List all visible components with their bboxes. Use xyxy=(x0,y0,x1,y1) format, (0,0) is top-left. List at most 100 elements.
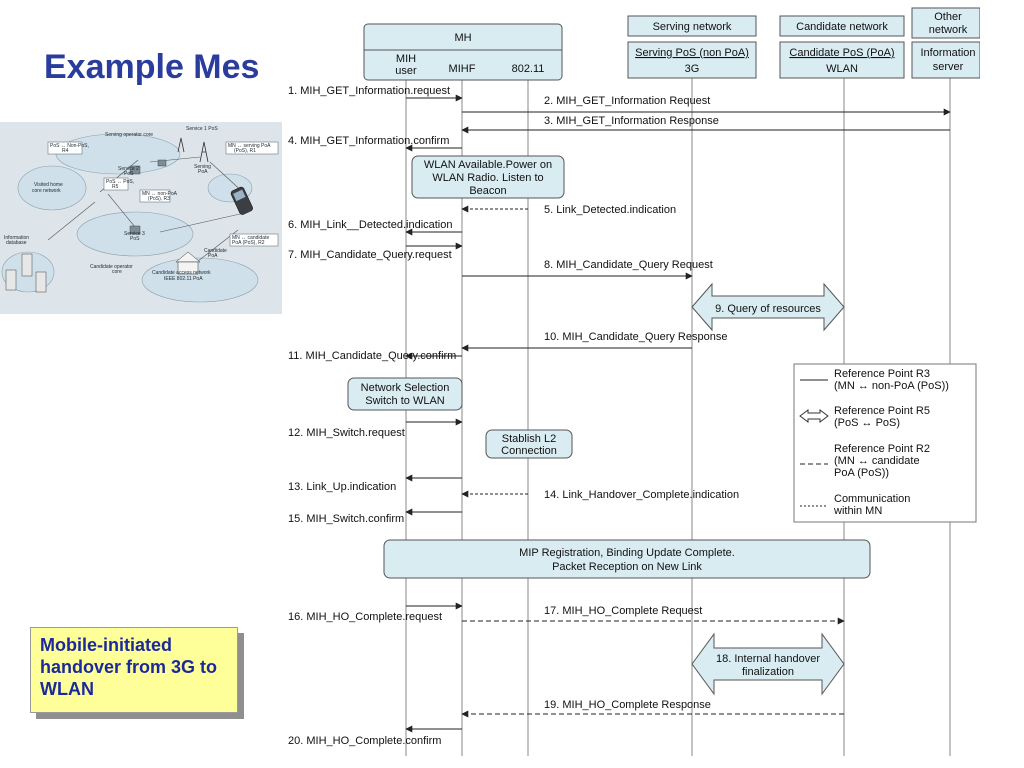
topo-label-r3a: MN ↔ non-PoA xyxy=(142,191,178,197)
msg-2-label: 2. MIH_GET_Information Request xyxy=(544,95,710,107)
legend-r5-b: (PoS ↔ PoS) xyxy=(834,417,900,429)
legend-comm-b: within MN xyxy=(833,505,882,517)
topo-label-service2a: Service 2 xyxy=(118,166,139,172)
header-serving-network: Serving network xyxy=(653,21,732,33)
mip-registration-box: MIP Registration, Binding Update Complet… xyxy=(383,539,871,579)
topo-label-serving-poa-b: PoA xyxy=(198,169,208,175)
msg-15-label: 15. MIH_Switch.confirm xyxy=(288,513,404,525)
mip-line2: Packet Reception on New Link xyxy=(552,561,702,573)
header-other-network-b: network xyxy=(929,24,968,36)
msg-3-label: 3. MIH_GET_Information Response xyxy=(544,115,719,127)
wlan-available-box: WLAN Available.Power on WLAN Radio. List… xyxy=(411,155,565,199)
msg-13-label: 13. Link_Up.indication xyxy=(288,481,396,493)
topo-label-r3b: (PoS), R3 xyxy=(148,196,170,202)
mip-line1: MIP Registration, Binding Update Complet… xyxy=(519,547,735,559)
network-topology-figure: Serving operator core Service 1 PoS PoS … xyxy=(0,122,282,314)
topo-label-cand-access-a: Candidate access network xyxy=(152,270,211,276)
serving-network-header: Serving network Serving PoS (non PoA) 3G xyxy=(627,15,757,79)
legend-r2-a: Reference Point R2 xyxy=(834,443,930,455)
topo-label-serving-poa-a: Serving xyxy=(194,164,211,170)
header-mih-user-b: user xyxy=(395,65,417,77)
msg-1-label: 1. MIH_GET_Information.request xyxy=(288,85,450,97)
query-resources-label: 9. Query of resources xyxy=(715,303,821,315)
wlan-box-line1: WLAN Available.Power on xyxy=(424,159,552,171)
topo-label-r4a: PoS ↔ Non-PoS, xyxy=(50,143,89,149)
legend-r3-b: (MN ↔ non-PoA (PoS)) xyxy=(834,380,949,392)
query-resources-arrow: 9. Query of resources xyxy=(691,282,845,332)
msg-8-label: 8. MIH_Candidate_Query Request xyxy=(544,259,713,271)
topo-label-r5b: R5 xyxy=(112,184,119,190)
topo-label-visited-b: core network xyxy=(32,188,61,194)
internal-handover-arrow: 18. Internal handover finalization xyxy=(691,632,845,696)
msg-12-label: 12. MIH_Switch.request xyxy=(288,427,405,439)
slide-title: Example Mes xyxy=(44,48,260,86)
stablish-l2-box: Stablish L2 Connection xyxy=(485,429,573,459)
topo-label-serving-core: Serving operator core xyxy=(105,132,153,138)
msg-16-label: 16. MIH_HO_Complete.request xyxy=(288,611,442,623)
topo-label-cand-core-a: Candidate operator xyxy=(90,264,133,270)
msg-11-label: 11. MIH_Candidate_Query.confirm xyxy=(288,350,456,362)
header-candidate-pos-b: WLAN xyxy=(826,63,858,75)
internal-line1: 18. Internal handover xyxy=(716,653,820,665)
msg-20-label: 20. MIH_HO_Complete.confirm xyxy=(288,735,441,747)
header-serving-pos-a: Serving PoS (non PoA) xyxy=(635,47,749,59)
other-network-header: Other network Information server xyxy=(911,7,980,79)
mh-header: MH MIH user MIHF 802.11 xyxy=(363,23,563,81)
wlan-box-line2: WLAN Radio. Listen to xyxy=(432,172,543,184)
stablish-line2: Connection xyxy=(501,445,557,457)
topo-label-cand-poa-a: Candidate xyxy=(204,248,227,254)
msg-19-label: 19. MIH_HO_Complete Response xyxy=(544,699,711,711)
legend-swatch-r5 xyxy=(799,409,829,423)
message-labels: 1. MIH_GET_Information.request 2. MIH_GE… xyxy=(288,85,739,747)
topo-label-cand-core-b: core xyxy=(112,269,122,275)
msg-14-label: 14. Link_Handover_Complete.indication xyxy=(544,489,739,501)
topo-label-r4b: R4 xyxy=(62,148,69,154)
legend-r2-c: PoA (PoS)) xyxy=(834,467,889,479)
topo-label-service1: Service 1 PoS xyxy=(186,126,218,132)
topo-label-cand-poa-b: PoA xyxy=(208,253,218,259)
msg-7-label: 7. MIH_Candidate_Query.request xyxy=(288,249,452,261)
legend: Reference Point R3 (MN ↔ non-PoA (PoS)) … xyxy=(793,363,977,523)
header-candidate-pos-a: Candidate PoS (PoA) xyxy=(789,47,894,59)
header-info-server-b: server xyxy=(933,61,964,73)
header-serving-pos-b: 3G xyxy=(685,63,700,75)
topo-label-r5a: PoS ↔ PoS, xyxy=(106,179,134,185)
legend-r2-b: (MN ↔ candidate xyxy=(834,455,920,467)
callout-note: Mobile-initiated handover from 3G to WLA… xyxy=(30,627,238,713)
sequence-diagram: MH MIH user MIHF 802.11 Serving network … xyxy=(282,6,980,760)
topo-label-r1a: MN ↔ serving PoA xyxy=(228,143,271,149)
header-mihf: MIHF xyxy=(449,63,476,75)
topo-label-r2a: MN ↔ candidate xyxy=(232,235,269,241)
msg-17-label: 17. MIH_HO_Complete Request xyxy=(544,605,702,617)
msg-10-label: 10. MIH_Candidate_Query Response xyxy=(544,331,727,343)
net-sel-line1: Network Selection xyxy=(361,382,450,394)
internal-line2: finalization xyxy=(742,666,794,678)
header-mh: MH xyxy=(454,32,471,44)
topo-label-cand-access-b: IEEE 802.11 PoA xyxy=(164,276,203,282)
topo-label-visited-a: Visited home xyxy=(34,182,63,188)
header-mih-user-a: MIH xyxy=(396,53,416,65)
topo-label-service2b: PoS xyxy=(124,171,134,177)
header-other-network-a: Other xyxy=(934,11,962,23)
msg-6-label: 6. MIH_Link__Detected.indication xyxy=(288,219,452,231)
house-icon xyxy=(175,251,201,275)
topo-label-infodb-b: database xyxy=(6,240,27,246)
network-selection-box: Network Selection Switch to WLAN xyxy=(347,377,463,411)
legend-r5-a: Reference Point R5 xyxy=(834,405,930,417)
mobile-phone-icon xyxy=(230,186,253,215)
topo-label-service3a: Service 3 xyxy=(124,231,145,237)
stablish-line1: Stablish L2 xyxy=(502,433,556,445)
router-icons xyxy=(129,159,167,235)
message-arrows xyxy=(405,94,951,733)
database-server-icons xyxy=(5,253,47,293)
msg-4-label: 4. MIH_GET_Information.confirm xyxy=(288,135,449,147)
legend-comm-a: Communication xyxy=(834,493,910,505)
net-sel-line2: Switch to WLAN xyxy=(365,395,445,407)
header-80211: 802.11 xyxy=(512,63,545,75)
legend-r3-a: Reference Point R3 xyxy=(834,368,930,380)
topo-label-service3b: PoS xyxy=(130,236,140,242)
header-info-server-a: Information xyxy=(920,47,975,59)
header-candidate-network: Candidate network xyxy=(796,21,888,33)
topo-label-r1b: (PoS), R1 xyxy=(234,148,256,154)
wlan-box-line3: Beacon xyxy=(469,185,506,197)
